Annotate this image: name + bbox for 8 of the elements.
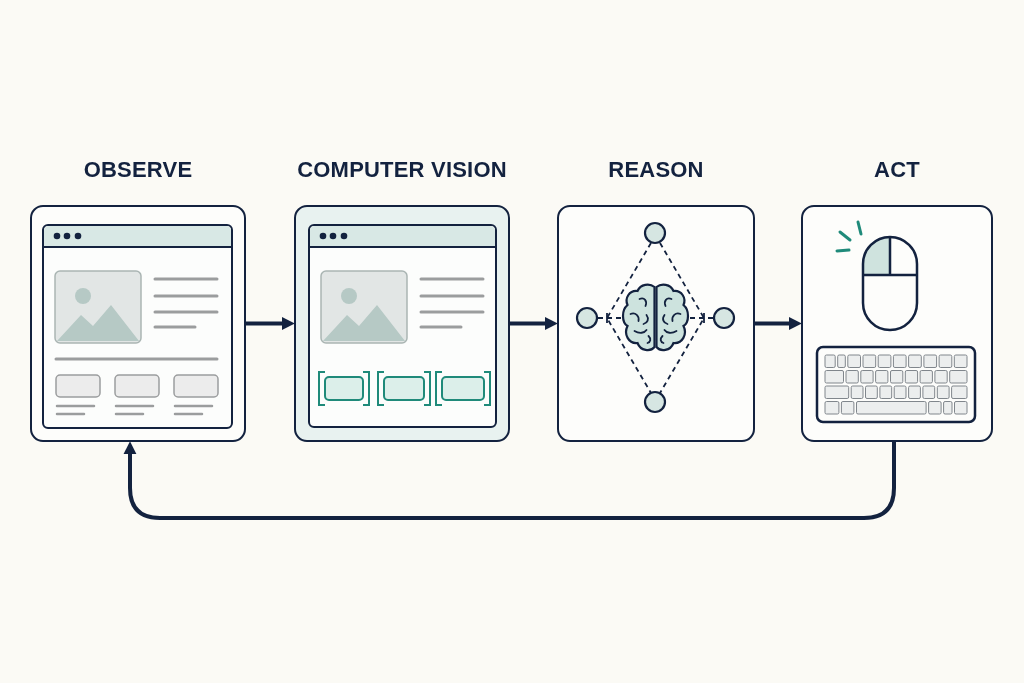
arrow bbox=[755, 317, 802, 330]
step-heading: ACT bbox=[874, 156, 920, 184]
loop-arrow bbox=[123, 441, 896, 520]
arrow bbox=[246, 317, 295, 330]
arrow bbox=[510, 317, 558, 330]
step-heading: OBSERVE bbox=[83, 156, 193, 184]
step-heading: COMPUTER VISION bbox=[297, 156, 507, 184]
step-heading: REASON bbox=[608, 156, 704, 184]
